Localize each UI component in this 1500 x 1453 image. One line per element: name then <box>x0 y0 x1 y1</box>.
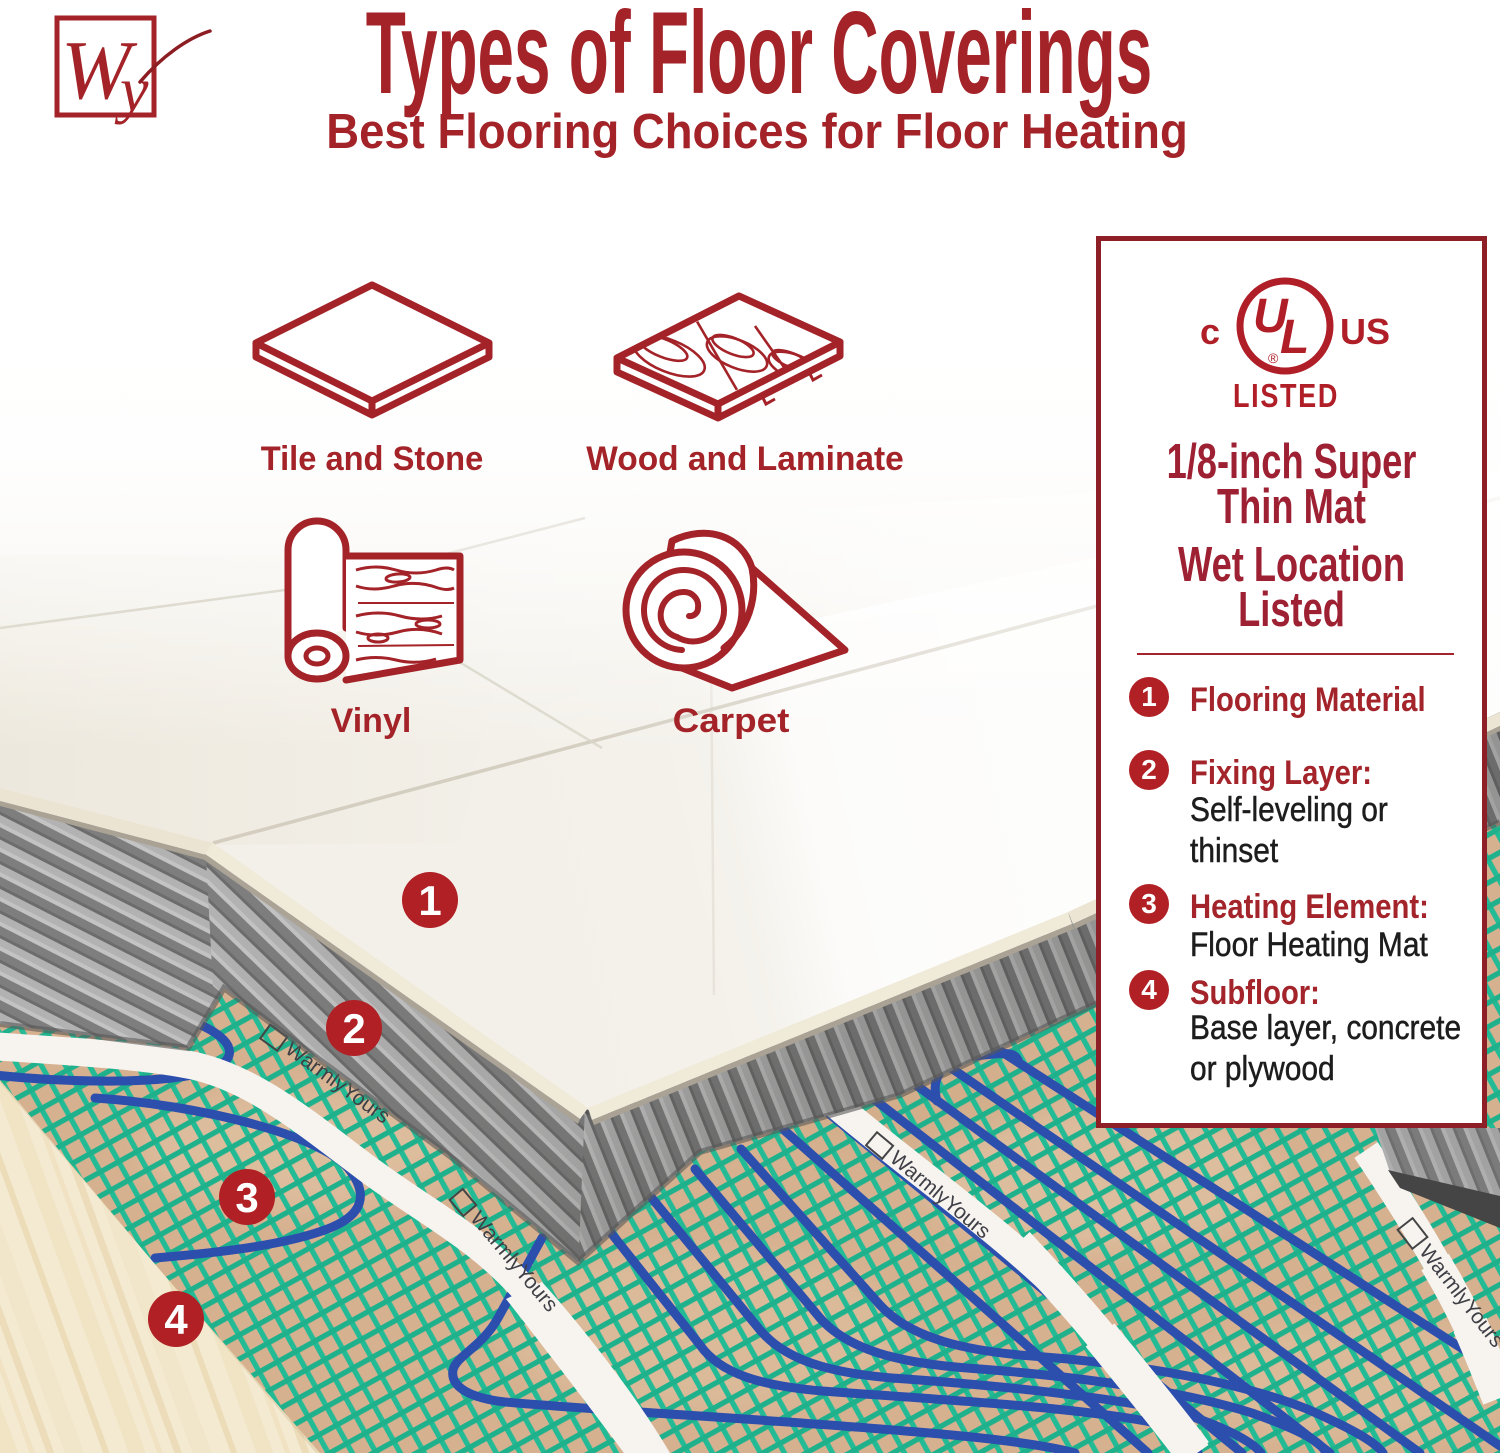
svg-text:3: 3 <box>235 1174 258 1221</box>
svg-text:US: US <box>1340 311 1390 352</box>
svg-text:W: W <box>61 24 138 117</box>
svg-text:2: 2 <box>342 1005 365 1052</box>
svg-text:®: ® <box>1268 350 1279 366</box>
svg-text:L: L <box>1280 311 1309 364</box>
svg-text:U: U <box>1253 290 1289 343</box>
svg-text:c: c <box>1200 311 1220 352</box>
svg-text:LISTED: LISTED <box>1233 379 1339 415</box>
svg-text:y: y <box>114 54 149 125</box>
svg-text:4: 4 <box>164 1296 188 1343</box>
svg-text:1: 1 <box>418 877 441 924</box>
